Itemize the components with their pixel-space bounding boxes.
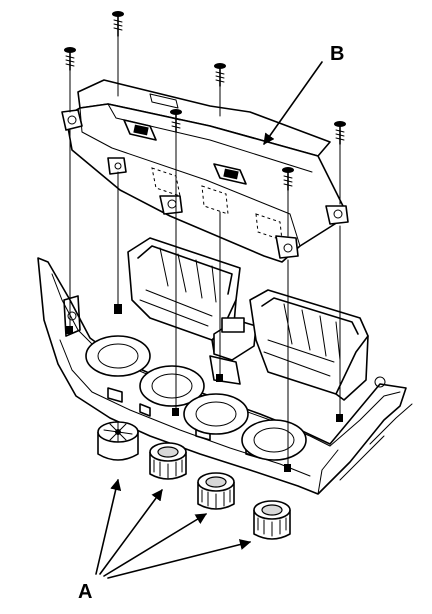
knob-4 — [253, 500, 291, 540]
screw-6 — [334, 121, 346, 421]
callout-a: A — [78, 478, 252, 603]
callout-b: B — [263, 43, 344, 145]
screw-5 — [282, 167, 294, 471]
knob-1 — [97, 421, 139, 461]
screw-1 — [64, 47, 76, 331]
knob-3 — [197, 472, 235, 510]
control-knobs — [97, 421, 291, 540]
knob-2 — [149, 442, 187, 480]
knob-ring-openings — [85, 335, 307, 461]
callout-a-label: A — [78, 581, 92, 603]
right-air-vent — [249, 289, 386, 401]
screw-4 — [170, 109, 182, 415]
mounting-screws — [64, 11, 346, 472]
climate-control-unit — [61, 79, 349, 263]
screw-3 — [214, 63, 226, 381]
left-air-vent — [127, 237, 241, 353]
center-bracket — [209, 317, 257, 385]
callout-b-label: B — [330, 43, 344, 65]
screw-2 — [112, 11, 124, 311]
